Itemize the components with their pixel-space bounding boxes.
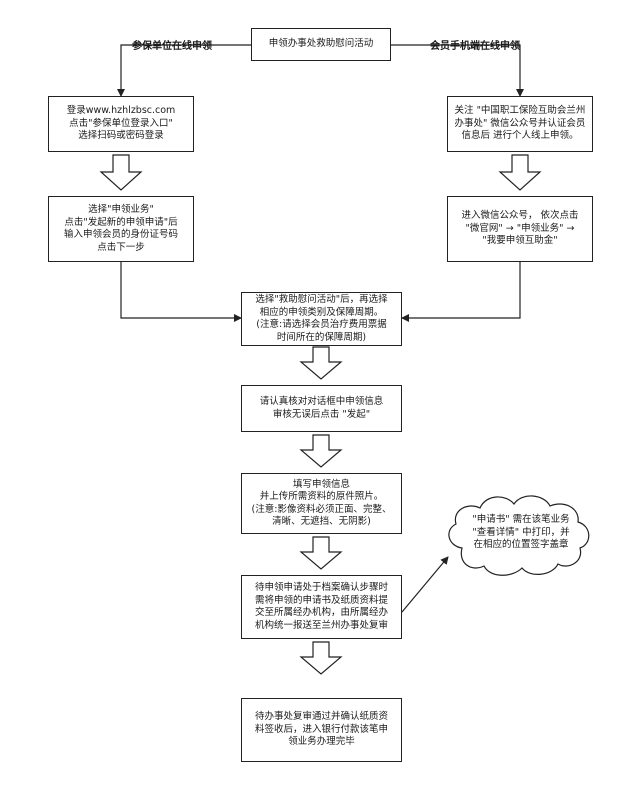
node-right2: 进入微信公众号， 依次点击 "微官网" → "申领业务" → "我要申领互助金" [447,196,593,262]
node-step6-text: 待申领申请处于档案确认步骤时 需将申领的申请书及纸质资料提 交至所属经办机构，由… [254,582,388,631]
node-left2-text: 选择"申领业务" 点击"发起新的申领申请"后 输入申领会员的身份证号码 点击下一… [63,204,178,253]
node-left1: 登录www.hzhlzbsc.com 点击"参保单位登录入口" 选择扫码或密码登… [48,96,194,152]
edge-step6-to-cloud [401,556,449,613]
edge-top-to-right1 [391,44,524,97]
node-top-text: 申领办事处救助慰问活动 [268,38,374,50]
edge-label-left: 参保单位在线申领 [132,41,212,52]
edge-label-right: 会员手机端在线申领 [430,41,520,52]
node-right2-text: 进入微信公众号， 依次点击 "微官网" → "申领业务" → "我要申领互助金" [461,210,579,247]
node-step5: 填写申领信息 并上传所需资料的原件照片。 (注意:影像资料必须正面、完整、 清晰… [241,473,402,534]
node-step3-text: 选择"救助慰问活动"后，再选择 相应的申领类别及保障周期。 (注意:请选择会员治… [255,294,388,343]
edge-left2-to-step3 [120,262,242,322]
node-right1-text: 关注 "中国职工保险互助会兰州 办事处" 微信公众号并认证会员 信息后 进行个人… [454,105,586,142]
edge-right2-to-step3 [401,262,521,322]
node-step4: 请认真核对对话框中申领信息 审核无误后点击 "发起" [241,385,402,432]
hollow-arrow-4 [299,536,343,570]
node-step7-text: 待办事处复审通过并确认纸质资 料签收后，进入银行付款该笔申 领业务办理完毕 [254,711,388,748]
node-step3: 选择"救助慰问活动"后，再选择 相应的申领类别及保障周期。 (注意:请选择会员治… [241,292,402,346]
node-top: 申领办事处救助慰问活动 [251,28,391,61]
hollow-arrow-5 [299,641,343,675]
node-right1: 关注 "中国职工保险互助会兰州 办事处" 微信公众号并认证会员 信息后 进行个人… [447,96,593,152]
hollow-arrow-2 [299,346,343,380]
node-step6: 待申领申请处于档案确认步骤时 需将申领的申请书及纸质资料提 交至所属经办机构，由… [241,575,402,639]
node-step5-text: 填写申领信息 并上传所需资料的原件照片。 (注意:影像资料必须正面、完整、 清晰… [251,478,392,528]
node-left1-text: 登录www.hzhlzbsc.com 点击"参保单位登录入口" 选择扫码或密码登… [66,105,176,142]
hollow-arrow-left-1 [99,154,143,191]
annotation-cloud [448,495,590,576]
edge-top-to-left1 [117,44,251,97]
hollow-arrow-3 [299,434,343,468]
node-step7: 待办事处复审通过并确认纸质资 料签收后，进入银行付款该笔申 领业务办理完毕 [241,698,402,762]
hollow-arrow-right-1 [498,154,542,191]
node-left2: 选择"申领业务" 点击"发起新的申领申请"后 输入申领会员的身份证号码 点击下一… [48,196,194,262]
node-step4-text: 请认真核对对话框中申领信息 审核无误后点击 "发起" [259,396,384,420]
annotation-cloud-text: "申请书" 需在该笔业务 "查看详情" 中打印，并 在相应的位置签字盖章 [472,514,570,550]
